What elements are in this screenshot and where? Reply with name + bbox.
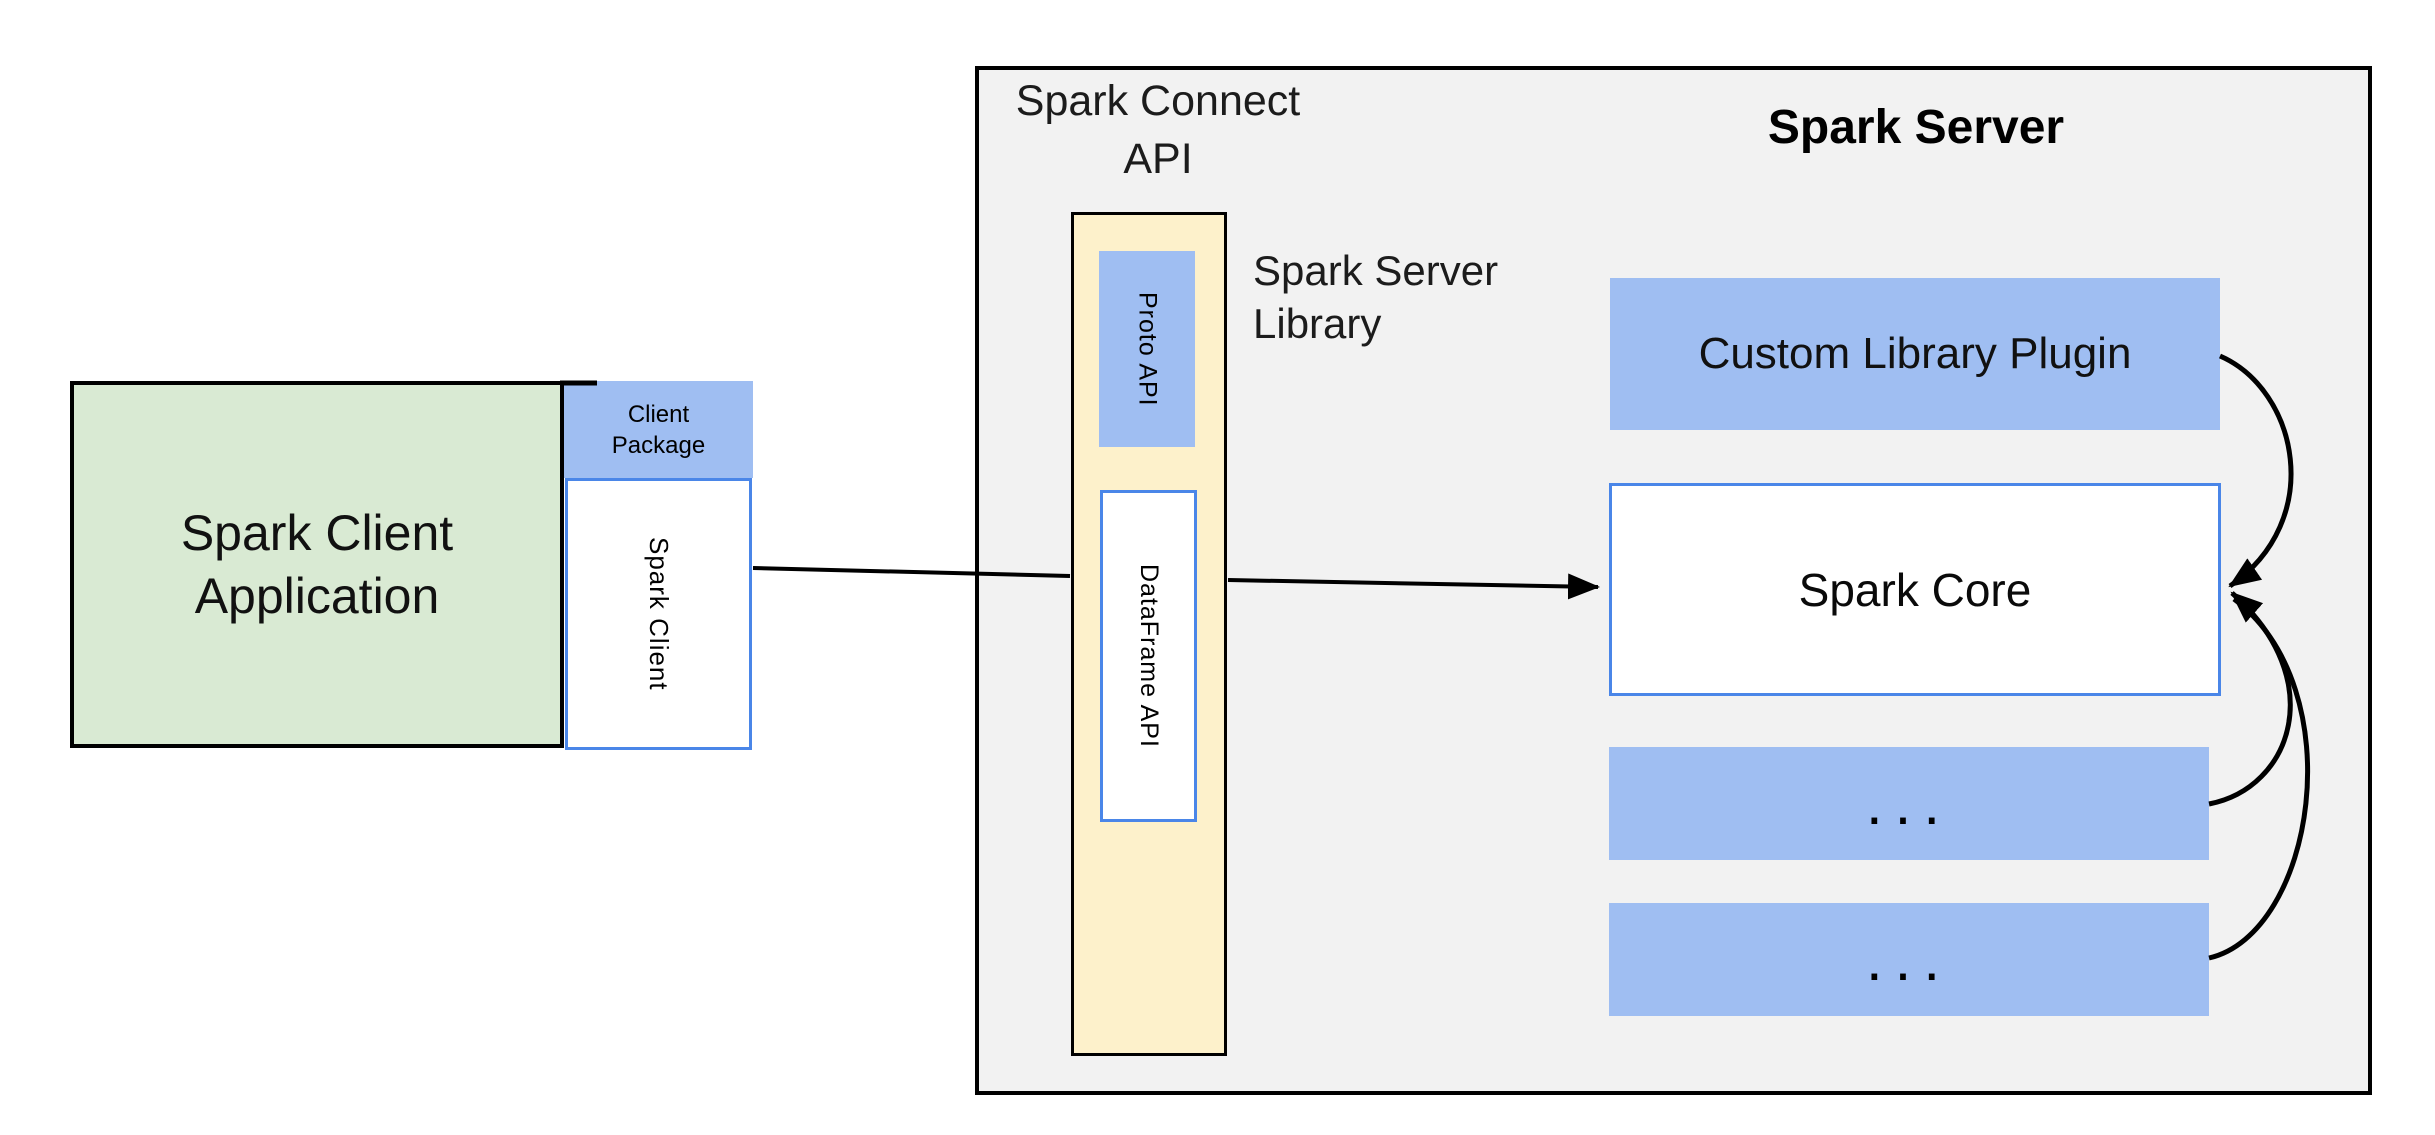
spark-client-label: Spark Client	[644, 537, 674, 691]
spark-core-box: Spark Core	[1609, 483, 2221, 696]
spark-client-application-label-line2: Application	[194, 567, 440, 624]
spark-server-library-label-line2: Library	[1253, 300, 1382, 347]
spark-client-application-box: Spark Client Application	[70, 381, 564, 748]
proto-api-box: Proto API	[1099, 251, 1195, 447]
spark-client-box: Spark Client	[565, 478, 752, 750]
spark-connect-api-label-line2: API	[1123, 135, 1193, 183]
spark-client-application-label: Spark Client Application	[181, 502, 453, 628]
spark-connect-api-label-line1: Spark Connect	[1015, 77, 1301, 125]
dataframe-api-box: DataFrame API	[1100, 490, 1197, 822]
spark-client-application-label-line1: Spark Client	[180, 504, 454, 561]
client-package-label: Client Package	[612, 399, 705, 461]
proto-api-label: Proto API	[1133, 291, 1162, 407]
spark-core-label: Spark Core	[1798, 563, 2032, 616]
plugin-slot-1-box: ...	[1609, 747, 2209, 860]
plugin-slot-2-box: ...	[1609, 903, 2209, 1016]
custom-library-plugin-label: Custom Library Plugin	[1698, 329, 2132, 378]
spark-server-library-label: Spark Server Library	[1253, 244, 1498, 350]
client-package-label-line1: Client	[627, 400, 690, 428]
client-package-label-line2: Package	[611, 431, 706, 459]
spark-connect-api-label: Spark Connect API	[990, 72, 1326, 188]
spark-server-title: Spark Server	[1767, 101, 2065, 154]
dataframe-api-label: DataFrame API	[1135, 564, 1163, 748]
custom-library-plugin-box: Custom Library Plugin	[1610, 278, 2220, 430]
plugin-slot-1-label: ...	[1865, 769, 1952, 837]
client-package-box: Client Package	[564, 381, 753, 478]
plugin-slot-2-label: ...	[1865, 925, 1952, 993]
spark-server-library-label-line1: Spark Server	[1253, 247, 1499, 294]
